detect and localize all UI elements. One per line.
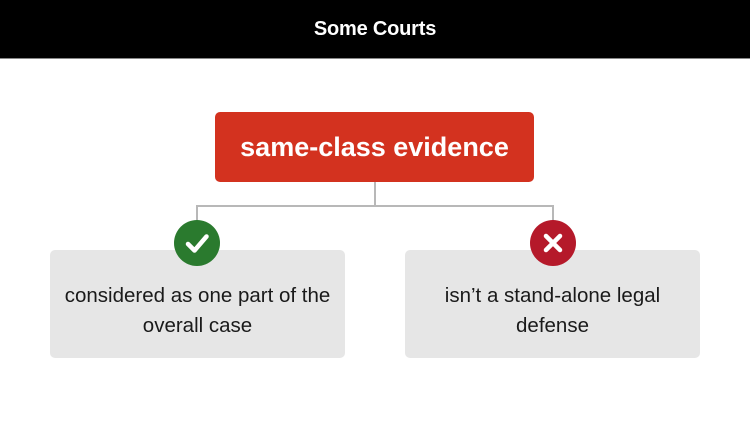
connector-horizontal	[196, 205, 554, 207]
root-node-label: same-class evidence	[240, 131, 509, 162]
check-icon	[174, 220, 220, 266]
branch-card-negative-label: isn’t a stand-alone legal defense	[444, 284, 661, 337]
title-bar: Some Courts	[0, 0, 750, 59]
connector-vertical-right	[552, 205, 554, 225]
connector-vertical-root	[374, 182, 376, 207]
branch-card-positive: considered as one part of the overall ca…	[50, 250, 345, 358]
connector-vertical-left	[196, 205, 198, 225]
page-title: Some Courts	[313, 17, 437, 40]
branch-card-positive-label: considered as one part of the overall ca…	[64, 284, 331, 337]
x-icon	[530, 220, 576, 266]
root-node: same-class evidence	[215, 112, 534, 182]
branch-card-negative: isn’t a stand-alone legal defense	[405, 250, 700, 358]
